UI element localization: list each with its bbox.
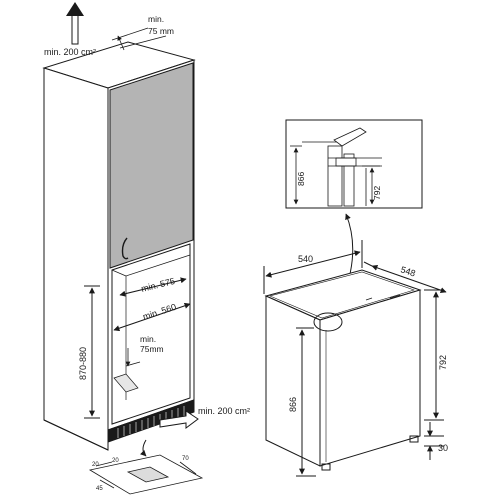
appliance-height-866-label: 866 [288, 397, 298, 412]
back-gap-label-line1: min. [140, 334, 156, 344]
cabinet-door [109, 62, 194, 269]
back-gap-label-line2: 75mm [140, 344, 164, 354]
back-gap-dimension [125, 348, 141, 367]
appliance-width-dimension [263, 240, 363, 294]
door-handle [121, 237, 129, 260]
appliance-left-side [265, 295, 321, 467]
appliance-height-866-dimension [296, 327, 316, 477]
grille-dim-c: 70 [182, 456, 189, 462]
feet-height-dimension [424, 422, 444, 460]
vent-grille-detail [88, 454, 204, 495]
niche-width-arrow [113, 302, 191, 332]
niche-height-dimension [84, 285, 100, 419]
appliance-height-792-dimension [424, 289, 444, 421]
niche-height-label: 870-880 [78, 347, 88, 380]
cabinet-left-side [43, 67, 109, 451]
top-gap-label-line1: min. [148, 14, 164, 24]
grille-dim-a: 20 [92, 462, 99, 468]
appliance-depth-dimension [363, 261, 447, 294]
appliance-depth-label: 548 [399, 264, 416, 278]
hinge-highlight [313, 312, 343, 332]
niche-depth-arrow [119, 277, 187, 297]
kitchen-cabinet [42, 41, 196, 451]
feet-height-label: 30 [438, 443, 448, 453]
niche-floor-vent [113, 373, 139, 393]
detail-792-label: 792 [372, 186, 382, 200]
appliance-width-label: 540 [298, 254, 313, 264]
appliance-height-792-label: 792 [438, 355, 448, 370]
plinth-grille [107, 399, 195, 443]
grille-detail-pointer [140, 439, 147, 457]
grille-dim-b: 20 [112, 458, 119, 464]
top-vent-label: min. 200 cm² [44, 47, 96, 57]
top-gap-label-line2: 75 mm [148, 26, 174, 36]
top-gap-dimension [111, 27, 167, 51]
hinge-detail-inset: 866 792 [285, 119, 423, 209]
grille-dim-d: 45 [96, 486, 103, 492]
bottom-vent-label: min. 200 cm² [198, 406, 250, 416]
arrow-up-icon [66, 2, 84, 45]
appliance-front-face [319, 289, 421, 467]
refrigerator-appliance [264, 269, 422, 471]
arrow-right-icon [159, 410, 199, 429]
detail-866-label: 866 [296, 172, 306, 186]
